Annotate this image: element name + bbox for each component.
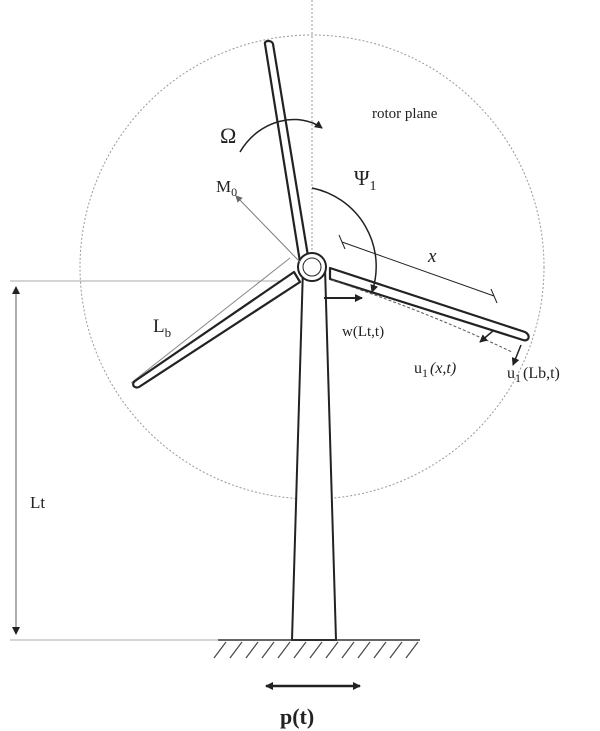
lb-label: Lb <box>153 316 171 340</box>
x-dimension-tick-end <box>490 288 498 304</box>
lb-dimension-line <box>130 257 291 384</box>
blade-right <box>328 266 530 342</box>
m0-label: M0 <box>216 177 237 199</box>
omega-rotation-arrow <box>239 118 323 153</box>
blade-upper <box>263 39 310 264</box>
rotor-plane-label: rotor plane <box>372 106 438 122</box>
hub-inner <box>302 257 322 277</box>
w-label: w(Lt,t) <box>342 324 384 340</box>
u1lb-label: u1(Lb,t) <box>507 365 560 385</box>
u1lb-arrow <box>511 344 522 366</box>
blade-left <box>132 270 302 389</box>
pt-label: p(t) <box>280 704 314 729</box>
psi1-angle-arc <box>311 187 379 293</box>
u1x-label: u1(x,t) <box>414 360 456 380</box>
m0-arrow <box>235 195 301 263</box>
omega-label: Ω <box>220 123 236 148</box>
x-label: x <box>427 246 437 267</box>
lt-label: Lt <box>30 493 45 512</box>
tower <box>290 267 338 641</box>
blade-right-deflected <box>331 279 513 353</box>
hub <box>297 252 327 282</box>
ground-hatching <box>213 641 419 659</box>
psi1-label: Ψ1 <box>354 166 377 194</box>
x-dimension-tick-start <box>338 234 346 250</box>
x-dimension-line <box>341 241 495 297</box>
u1x-arrow <box>479 329 495 343</box>
